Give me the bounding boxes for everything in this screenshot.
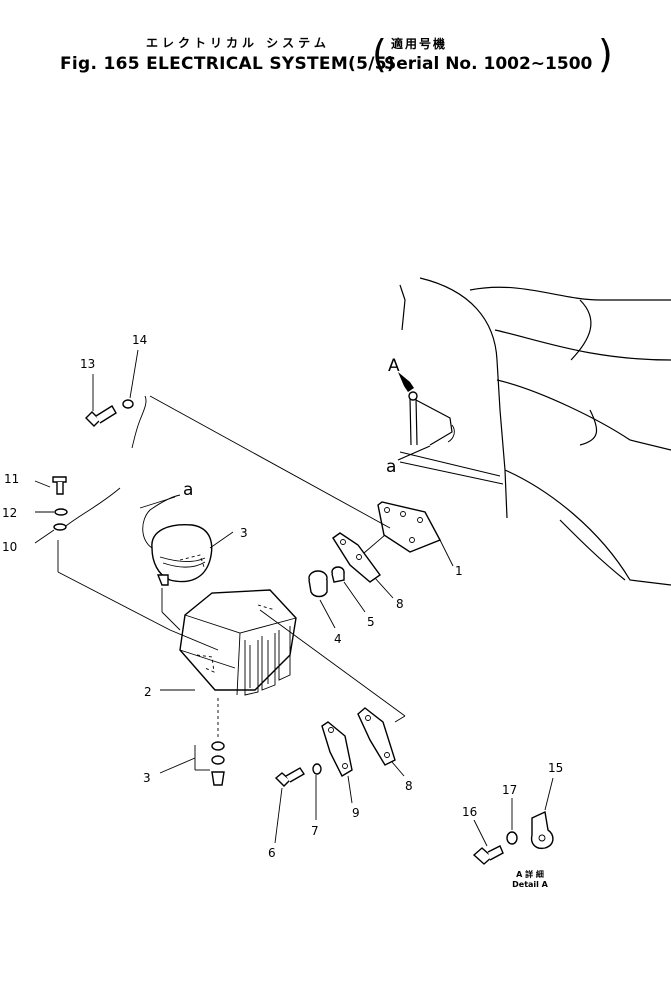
bracket-right: ): [598, 32, 613, 76]
detail-a-caption-en: Detail A: [512, 880, 549, 889]
washer-7: [312, 763, 322, 820]
applicable-units-japanese: 適用号機: [391, 37, 448, 51]
callout-11: 11: [4, 472, 19, 486]
callout-9: 9: [352, 806, 360, 820]
mounting-plate-1: [363, 501, 454, 567]
detail-a-clamp-15: [530, 777, 554, 850]
view-arrow-icon: [398, 372, 414, 392]
bracket-left: (: [372, 32, 387, 76]
callout-3-hardware: 3: [143, 771, 151, 785]
screw-11: [34, 476, 67, 495]
callout-7: 7: [311, 824, 319, 838]
mounting-clamp-assembly: [397, 372, 455, 461]
connection-a-lower: a: [386, 457, 396, 477]
mounting-plate-8-lower: [357, 707, 405, 777]
lamp-guard-box-2: [160, 589, 297, 696]
callout-6: 6: [268, 846, 276, 860]
callout-8-lower: 8: [405, 779, 413, 793]
spacer-4: [308, 570, 336, 629]
machine-body-outline: [399, 277, 671, 586]
detail-a-caption-jp: A 詳 細: [516, 869, 544, 879]
callout-13: 13: [80, 357, 95, 371]
callout-15: 15: [548, 761, 563, 775]
connection-a-upper: a: [183, 480, 193, 500]
callout-1: 1: [455, 564, 463, 578]
callout-3-lamp: 3: [240, 526, 248, 540]
callout-10: 10: [2, 540, 17, 554]
nut-5: [331, 566, 366, 613]
callout-8-upper: 8: [396, 597, 404, 611]
callout-2: 2: [144, 685, 152, 699]
mounting-plate-9: [321, 721, 353, 804]
wiring-leader-lines: [57, 395, 406, 723]
bolt-13: [85, 374, 117, 427]
callout-12: 12: [2, 506, 17, 520]
title-japanese: エレクトリカル システム: [146, 36, 330, 50]
lower-washers-nut-3: [159, 698, 225, 786]
serial-range: Serial No. 1002~1500: [384, 54, 593, 74]
callout-labels: 1 2 3 3 4 5 6 7 8 8 9 10 11 12 13 14 15 …: [2, 333, 563, 860]
view-a-marker: A: [388, 356, 400, 376]
callout-16: 16: [462, 805, 477, 819]
callout-4: 4: [334, 632, 342, 646]
washer-14: [122, 349, 139, 409]
washer-12: [35, 508, 68, 516]
terminal-10: [34, 487, 121, 544]
mounting-plate-8-upper: [332, 532, 394, 599]
detail-a-bolt-16: [472, 819, 504, 865]
work-lamp-3: [142, 494, 234, 586]
callout-5: 5: [367, 615, 375, 629]
callout-17: 17: [502, 783, 517, 797]
detail-a-washer-17: [506, 798, 518, 845]
bolt-6: [274, 767, 305, 844]
callout-14: 14: [132, 333, 147, 347]
figure-title: Fig. 165 ELECTRICAL SYSTEM(5/5): [60, 54, 395, 74]
